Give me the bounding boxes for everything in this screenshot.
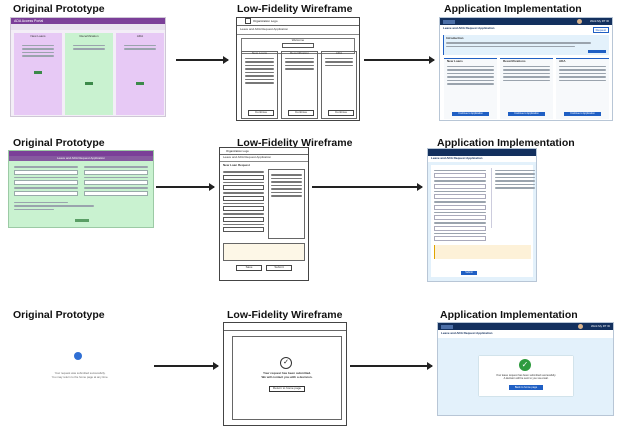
- wireframe-col-1: New Loans Continue: [241, 51, 278, 119]
- wireframe-save-button[interactable]: Save: [236, 265, 262, 271]
- row2-arrow-2: [312, 183, 423, 191]
- wireframe-return-home-button[interactable]: Return to home page: [269, 386, 305, 392]
- wireframe-logo-bar: Organization Logo: [237, 18, 359, 26]
- wireframe-app-title: Leave and ADA Request Application: [237, 26, 359, 35]
- row2-wireframe-header: Low-Fidelity Wireframe: [237, 137, 353, 149]
- row2-arrow-1: [156, 183, 215, 191]
- wireframe-col-2: Recertification Continue: [281, 51, 318, 119]
- row3-wireframe: ✓ Your request has been submitted. We wi…: [223, 322, 347, 426]
- prototype-status-dot: [74, 352, 82, 360]
- row1-arrow-2: [364, 56, 435, 64]
- row3-prototype-screenshot: Your request was submitted successfully.…: [10, 322, 150, 416]
- impl-continue-2[interactable]: Continue to Application: [508, 112, 545, 116]
- row2-prototype-screenshot: Leave and ADA Request Application: [8, 150, 154, 228]
- row1-prototype-screenshot: ADA Access Portal New Loans Recertificat…: [10, 17, 166, 117]
- impl-continue-3[interactable]: Continue to Application: [564, 112, 601, 116]
- prototype-title-bar: ADA Access Portal: [11, 18, 165, 24]
- wireframe-continue-2[interactable]: Continue: [288, 110, 314, 116]
- wireframe-submit-button[interactable]: Submit: [266, 265, 292, 271]
- row3-arrow-2: [350, 362, 433, 370]
- prototype-col-recertification: Recertification: [65, 33, 113, 115]
- row1-wireframe: Organization Logo Leave and ADA Request …: [236, 17, 360, 121]
- row2-wireframe: Organization Logo Leave and ADA Request …: [219, 147, 309, 281]
- row3-arrow-1: [154, 362, 219, 370]
- impl-back-home-button[interactable]: Back to home page: [509, 385, 543, 390]
- wireframe-col-3: ADA Continue: [321, 51, 357, 119]
- row2-prototype-header: Original Prototype: [13, 137, 105, 149]
- success-check-icon: ✓: [519, 359, 531, 371]
- impl-col-2: Recertifications Continue to Application: [500, 58, 553, 119]
- impl-intro: Introduction: [443, 34, 609, 55]
- row3-implementation: Work My RT ID Leave and ADA Request Appl…: [437, 322, 614, 416]
- prototype-col-ada: ADA: [116, 33, 164, 115]
- prototype2-title: Leave and ADA Request Application: [9, 156, 153, 161]
- check-icon: ✓: [280, 357, 292, 369]
- wireframe-confirmation-box: ✓ Your request has been submitted. We wi…: [232, 336, 342, 420]
- impl-confirmation-card: ✓ Your leave request has been submitted …: [479, 356, 573, 396]
- prototype-col-new-loans: New Loans: [14, 33, 62, 115]
- impl-navbar: Work My RT ID: [440, 18, 612, 25]
- row1-arrow-1: [176, 56, 229, 64]
- wireframe-continue-3[interactable]: Continue: [328, 110, 354, 116]
- row2-implementation: Leave and ADA Request Application Submit: [427, 148, 537, 282]
- row2-implementation-header: Application Implementation: [437, 137, 575, 149]
- row1-implementation: Work My RT ID Leave and ADA Request Appl…: [439, 17, 613, 121]
- impl-app-title: Leave and ADA Request Application: [443, 26, 495, 30]
- impl-request-button[interactable]: Request: [592, 27, 609, 33]
- row3-wireframe-header: Low-Fidelity Wireframe: [227, 309, 343, 321]
- wireframe-continue-1[interactable]: Continue: [248, 110, 274, 116]
- row1-wireframe-header: Low-Fidelity Wireframe: [237, 3, 353, 15]
- row1-implementation-header: Application Implementation: [444, 3, 582, 15]
- impl-submit-button[interactable]: Submit: [461, 270, 477, 275]
- row1-prototype-header: Original Prototype: [13, 3, 105, 15]
- impl-col-1: New Loans Continue to Application: [444, 58, 497, 119]
- impl-col-3: ADA Continue to Application: [556, 58, 609, 119]
- impl-continue-1[interactable]: Continue to Application: [452, 112, 489, 116]
- row3-implementation-header: Application Implementation: [440, 309, 578, 321]
- row3-prototype-header: Original Prototype: [13, 309, 105, 321]
